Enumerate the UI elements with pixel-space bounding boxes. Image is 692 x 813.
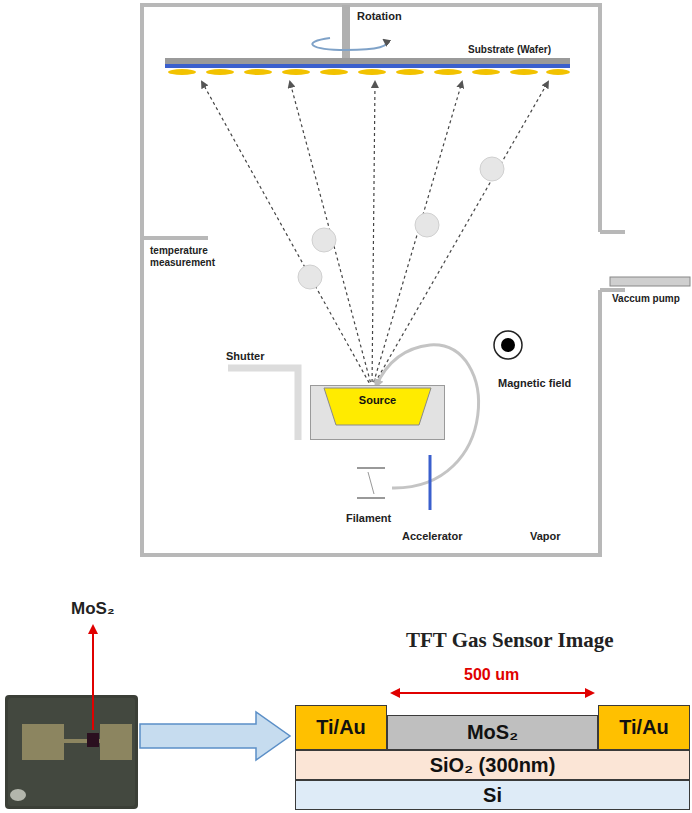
substrate-layer: Si (295, 780, 690, 810)
photo-sheen (8, 698, 135, 806)
vapor-particle (312, 228, 336, 252)
substrate (165, 58, 570, 64)
filament-wire (368, 472, 374, 494)
layer-label: Si (483, 784, 502, 807)
magnetic-field-symbol (494, 331, 522, 359)
filament-line (357, 497, 385, 499)
magnetic-field-dot (501, 338, 515, 352)
chamber-wall (142, 5, 625, 555)
shutter (228, 368, 298, 440)
rotation-arrow (312, 38, 386, 50)
channel-layer: MoS₂ (387, 715, 598, 750)
source-label: Source (359, 394, 396, 407)
film-dot (358, 69, 386, 75)
source-crucible: Source (310, 385, 445, 440)
chamber-wall (142, 5, 600, 555)
part-label: Magnetic field (498, 377, 571, 390)
vapor-particle (415, 213, 439, 237)
vapor-path (372, 82, 375, 388)
block-arrow (140, 712, 290, 760)
part-label: Accelerator (402, 530, 463, 543)
oxide-layer: SiO₂ (300nm) (295, 750, 690, 780)
film-dot (206, 69, 234, 75)
vapor-particle (298, 265, 322, 289)
part-label: Substrate (Wafer) (468, 44, 551, 56)
filament (357, 468, 385, 498)
vapor-particle (298, 157, 504, 289)
film-dot (472, 69, 500, 75)
pointer-arrow (92, 626, 94, 730)
part-label: Rotation (357, 10, 402, 23)
film-dot (168, 69, 196, 75)
photo-mos2 (87, 733, 99, 747)
dimension-label: 500 um (464, 666, 519, 684)
vapor-path (372, 82, 548, 388)
film-dot (244, 69, 272, 75)
film-dot (546, 69, 570, 75)
figure-heading: TFT Gas Sensor Image (406, 628, 614, 652)
photo-electrode (100, 724, 132, 760)
pump-pipe (610, 277, 690, 286)
layer-label: Ti/Au (619, 716, 669, 739)
vapor-path (290, 82, 372, 388)
photo-glare (10, 789, 26, 801)
pump-port (600, 288, 625, 292)
accelerator (429, 455, 432, 510)
part-label: Vapor (530, 530, 561, 543)
film-dot (396, 69, 424, 75)
crucible-shape (310, 385, 445, 440)
part-label: temperature measurement (150, 245, 242, 268)
deposited-film (168, 69, 570, 75)
vapor-particle (480, 157, 504, 181)
device-photo (5, 695, 138, 809)
vapor-path (372, 82, 462, 388)
part-label: Vaccum pump (612, 293, 680, 305)
source-material (324, 388, 431, 425)
film-dot (320, 69, 348, 75)
film-dot (282, 69, 310, 75)
electrode-layer: Ti/Au (598, 705, 690, 750)
film-dot (434, 69, 462, 75)
electrode-layer: Ti/Au (295, 705, 387, 750)
temperature-port (142, 236, 208, 240)
dimension-arrow (392, 692, 593, 694)
part-label: Shutter (226, 350, 265, 363)
pump-port (600, 230, 625, 234)
layer-label: MoS₂ (467, 721, 518, 744)
vapor-path (202, 82, 372, 388)
wafer (165, 64, 570, 68)
material-label: MoS₂ (71, 599, 114, 619)
layer-label: Ti/Au (316, 716, 366, 739)
layer-label: SiO₂ (300nm) (430, 754, 556, 777)
film-dot (510, 69, 538, 75)
vapor-path (202, 82, 548, 388)
photo-electrode (22, 724, 64, 760)
filament-line (357, 467, 385, 469)
part-label: Filament (346, 512, 391, 525)
